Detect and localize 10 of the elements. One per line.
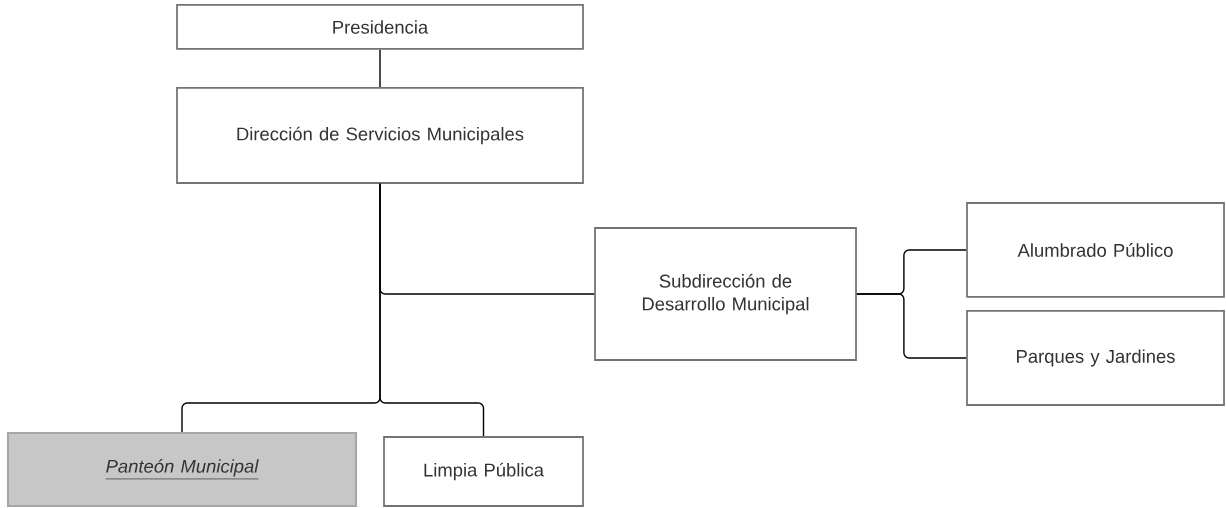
shaded-box: Panteón Municipal: [6, 431, 358, 508]
connector-line: [379, 49, 381, 88]
org-box: Subdirección de Desarrollo Municipal: [594, 227, 857, 361]
connector-line: [856, 293, 967, 359]
org-box: Parques y Jardines: [966, 310, 1225, 406]
org-box: Presidencia: [176, 4, 584, 50]
connector-line: [379, 183, 485, 437]
org-box: Alumbrado Público: [966, 202, 1225, 298]
org-box: Limpia Pública: [383, 436, 584, 507]
org-box: Dirección de Servicios Municipales: [176, 87, 584, 184]
